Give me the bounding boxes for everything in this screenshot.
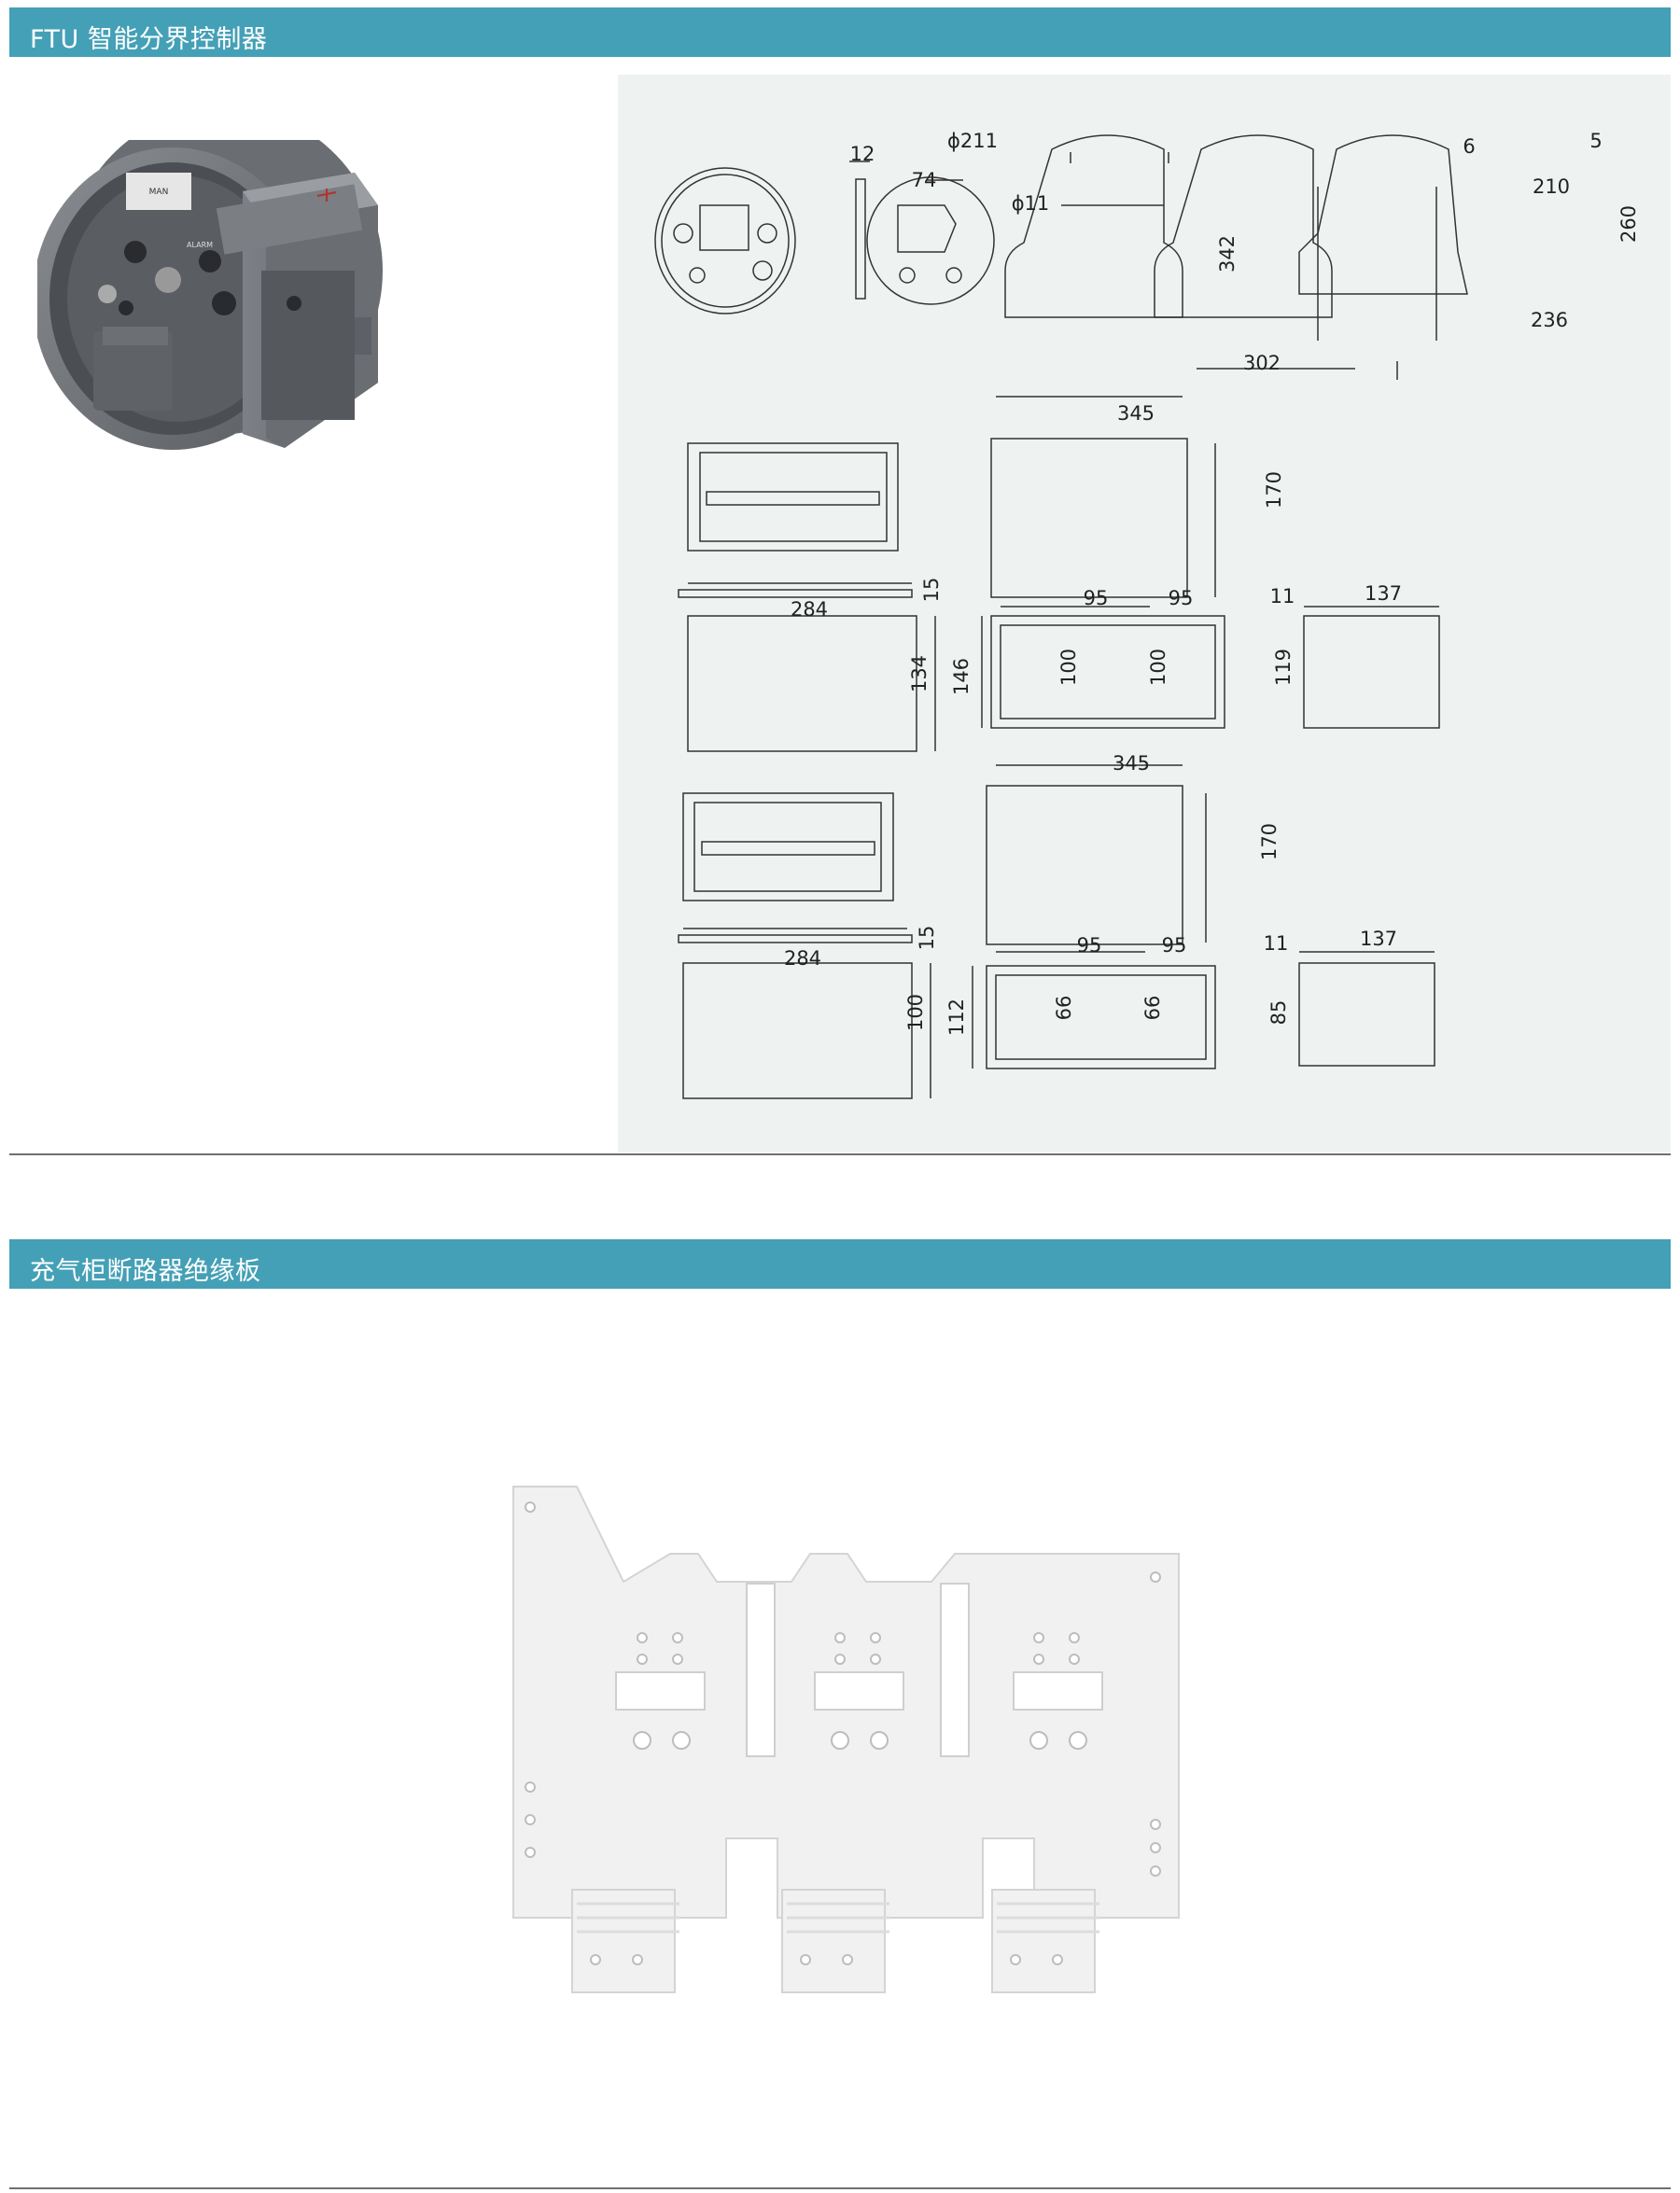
dim-label: 345 xyxy=(1113,752,1150,775)
dim-label: 95 xyxy=(1077,934,1102,957)
dim-label: 134 xyxy=(908,655,931,692)
dim-label: 95 xyxy=(1084,587,1109,609)
dim-label: 100 xyxy=(1057,649,1080,686)
section-divider xyxy=(9,2187,1671,2189)
dim-label: 345 xyxy=(1117,402,1155,425)
dim-label: 85 xyxy=(1267,1000,1290,1026)
dim-label: 170 xyxy=(1258,823,1281,860)
dim-label: 284 xyxy=(784,947,821,970)
ftu-technical-drawings: 12 ϕ211 74 ϕ11 342 302 6 5 210 236 260 3… xyxy=(654,130,1640,1099)
dim-label: 284 xyxy=(791,598,828,621)
dim-label: ϕ211 xyxy=(947,130,998,152)
dim-label: 342 xyxy=(1216,235,1239,272)
dim-label: 170 xyxy=(1263,471,1285,509)
dim-label: 137 xyxy=(1360,928,1397,950)
dim-label: 137 xyxy=(1365,582,1402,605)
dim-label: 236 xyxy=(1531,309,1568,331)
dim-label: 6 xyxy=(1463,135,1475,158)
dim-label: 100 xyxy=(904,994,927,1031)
dim-label: 11 xyxy=(1264,932,1289,955)
section-title: 充气柜断路器绝缘板 xyxy=(30,1257,261,1286)
dim-label: 11 xyxy=(1270,585,1295,608)
panel-label-man: MAN xyxy=(149,188,169,197)
section-title: FTU 智能分界控制器 xyxy=(30,25,268,54)
section-header-ftu: FTU 智能分界控制器 xyxy=(9,7,1671,57)
ftu-controller-photo: MAN ALARM xyxy=(37,140,383,450)
dim-label: 100 xyxy=(1147,649,1169,686)
dim-label: 15 xyxy=(916,926,938,951)
section-header-insulation-board: 充气柜断路器绝缘板 xyxy=(9,1239,1671,1289)
panel-label-alarm: ALARM xyxy=(187,241,213,249)
dim-label: 119 xyxy=(1272,649,1295,686)
insulation-board-photo xyxy=(512,1486,1180,1993)
dim-label: 260 xyxy=(1617,205,1640,243)
dim-label: 12 xyxy=(850,143,875,165)
technical-drawing-panel xyxy=(618,75,1671,1152)
dim-label: 15 xyxy=(920,578,943,603)
dim-label: 302 xyxy=(1243,352,1281,374)
dim-label: 66 xyxy=(1053,996,1075,1021)
section-divider xyxy=(9,1153,1671,1155)
dim-label: 95 xyxy=(1169,587,1194,609)
dim-label: 5 xyxy=(1589,130,1602,152)
dim-label: 146 xyxy=(950,658,973,695)
dim-label: 112 xyxy=(945,999,968,1036)
dim-label: 95 xyxy=(1162,934,1187,957)
dim-label: 210 xyxy=(1533,175,1570,198)
dim-label: 74 xyxy=(912,169,937,191)
dim-label: 66 xyxy=(1141,996,1164,1021)
dim-label: ϕ11 xyxy=(1012,192,1050,215)
